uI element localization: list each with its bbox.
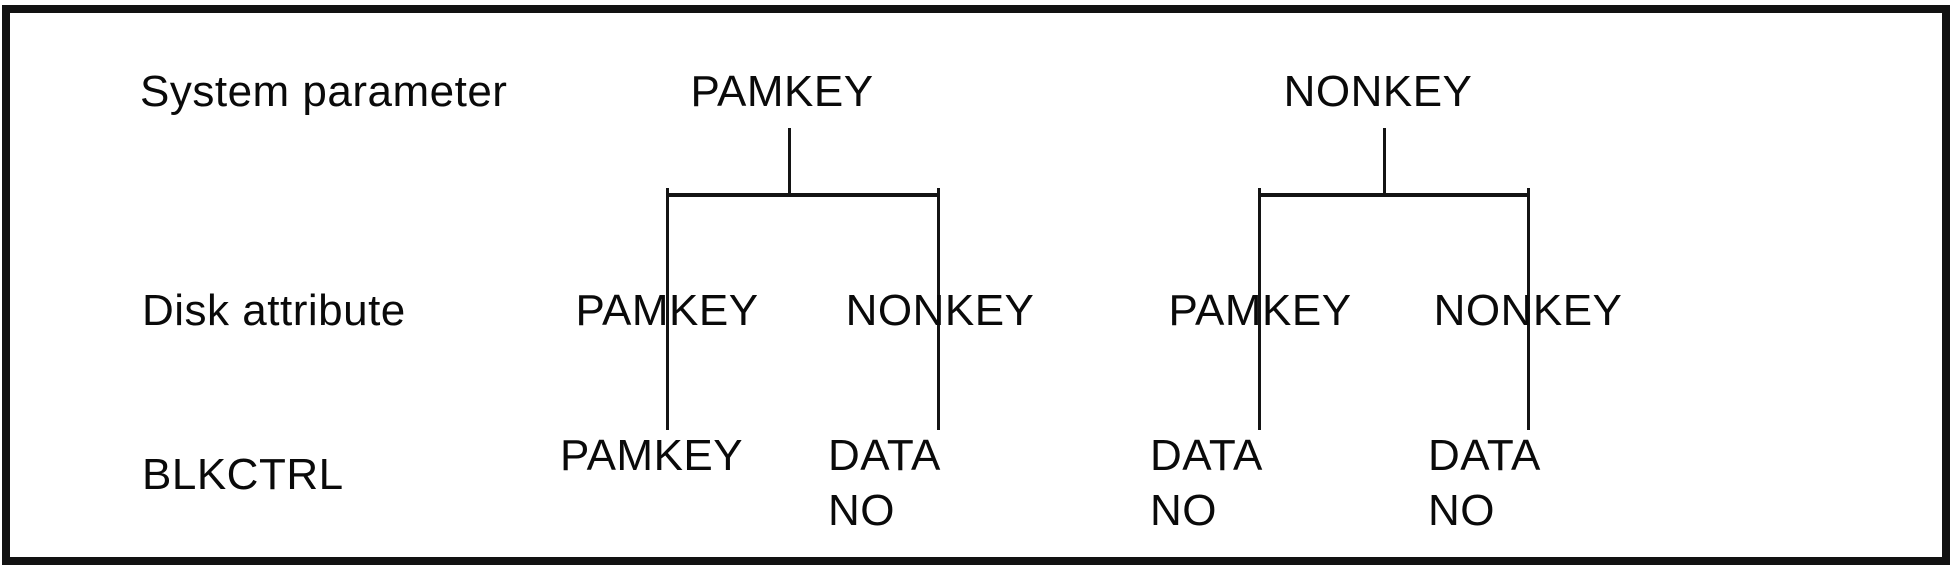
tree2-right-child-line: [1527, 188, 1530, 430]
tree1-disk-attribute-pamkey-label: PAMKEY: [575, 286, 759, 335]
tree1-blkctrl-pamkey-label: PAMKEY: [560, 428, 743, 483]
blkctrl-value-line: NO: [1428, 486, 1495, 535]
blkctrl-value-line: DATA: [1150, 431, 1263, 480]
figure-border: [2, 5, 1950, 565]
tree2-root-label: NONKEY: [1283, 67, 1473, 116]
tree1-disk-attribute-nonkey-label: NONKEY: [845, 286, 1035, 335]
tree1-root-label: PAMKEY: [690, 67, 874, 116]
row-label-system-parameter: System parameter: [140, 67, 508, 116]
tree1-right-child-line: [937, 188, 940, 430]
tree2-branch-crossbar-line: [1258, 193, 1530, 197]
blkctrl-value-line: PAMKEY: [560, 431, 744, 480]
tree2-root-stem-line: [1383, 128, 1386, 195]
blkctrl-value-line: NO: [828, 486, 895, 535]
tree1-blkctrl-data-no-label: DATA NO: [828, 428, 941, 538]
tree1-left-child-line: [666, 188, 669, 430]
tree2-disk-attribute-pamkey-label: PAMKEY: [1168, 286, 1352, 335]
tree2-blkctrl-data-no-label-left: DATA NO: [1150, 428, 1263, 538]
blkctrl-value-line: DATA: [828, 431, 941, 480]
tree2-left-child-line: [1258, 188, 1261, 430]
tree1-root-stem-line: [788, 128, 791, 195]
tree2-disk-attribute-nonkey-label: NONKEY: [1433, 286, 1623, 335]
tree1-branch-crossbar-line: [666, 193, 940, 197]
row-label-blkctrl: BLKCTRL: [142, 450, 344, 499]
blkctrl-value-line: NO: [1150, 486, 1217, 535]
blkctrl-value-line: DATA: [1428, 431, 1541, 480]
tree2-blkctrl-data-no-label-right: DATA NO: [1428, 428, 1541, 538]
row-label-disk-attribute: Disk attribute: [142, 286, 406, 335]
